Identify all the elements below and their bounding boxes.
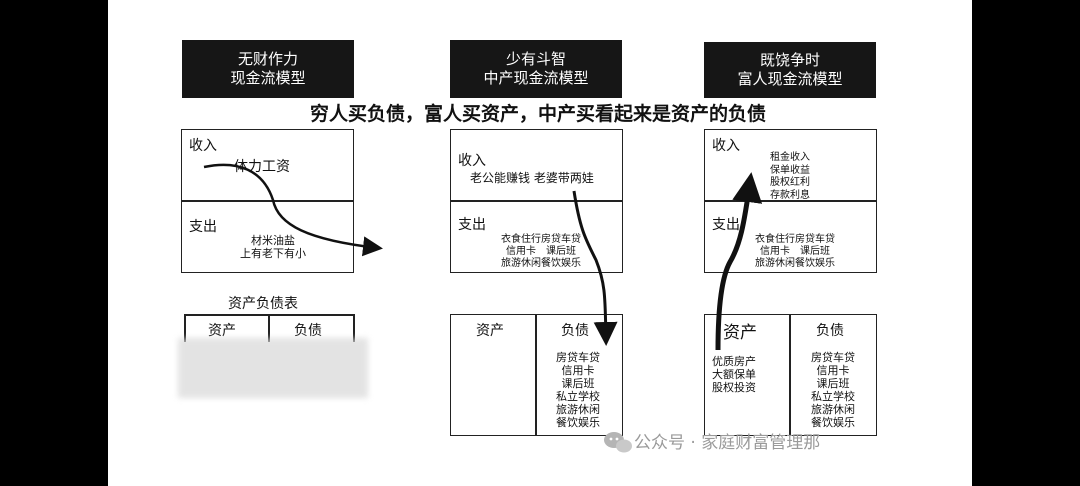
- middle-expense-item: 衣食住行: [501, 234, 541, 245]
- rich-expense-item: 餐饮娱乐: [795, 258, 835, 269]
- watermark-text: 公众号 · 家庭财富管理那: [634, 433, 821, 453]
- poor-expense-line2: 上有老下有小: [240, 247, 306, 260]
- middle-title-line2: 中产现金流模型: [483, 69, 589, 87]
- rich-title-line1: 既饶争时: [759, 51, 820, 69]
- rich-income-item: 存款利息: [770, 189, 810, 201]
- rich-title-line2: 富人现金流模型: [737, 70, 843, 88]
- poor-divider: [181, 200, 354, 202]
- poor-flow-arrow: [203, 163, 383, 257]
- rich-liability-list: 房贷车贷 信用卡 课后班 私立学校 旅游休闲 餐饮娱乐: [803, 351, 863, 429]
- rich-divider: [704, 200, 877, 202]
- rich-liability-item: 房贷车贷: [811, 351, 855, 364]
- rich-liability-item: 旅游休闲: [811, 403, 855, 416]
- poor-expense-text: 材米油盐 上有老下有小: [233, 234, 313, 260]
- rich-income-label: 收入: [712, 138, 740, 154]
- poor-expense-label: 支出: [189, 219, 217, 235]
- rich-asset-item: 大额保单: [712, 368, 756, 381]
- middle-liability-item: 私立学校: [556, 390, 600, 403]
- poor-balance-right-line: [353, 314, 355, 342]
- middle-title-box: 少有斗智 中产现金流模型: [450, 40, 622, 98]
- middle-expense-item: 课后班: [546, 246, 576, 257]
- middle-flow-arrow: [572, 190, 618, 346]
- middle-expense-item: 旅游休闲: [501, 258, 541, 269]
- rich-expense-col2: 房贷车贷 课后班 餐饮娱乐: [792, 234, 838, 270]
- middle-liability-item: 旅游休闲: [556, 403, 600, 416]
- middle-liability-label: 负债: [561, 323, 589, 339]
- rich-balance-box: [704, 314, 877, 436]
- rich-title-box: 既饶争时 富人现金流模型: [704, 42, 876, 98]
- rich-expense-col1: 衣食住行 信用卡 旅游休闲: [752, 234, 798, 270]
- middle-income-label: 收入: [458, 153, 486, 169]
- rich-expense-label: 支出: [712, 217, 740, 233]
- rich-asset-label: 资产: [723, 323, 757, 343]
- rich-liability-item: 信用卡: [816, 364, 850, 377]
- rich-expense-item: 房贷车贷: [795, 234, 835, 245]
- rich-income-item: 租金收入: [770, 152, 810, 163]
- headline: 穷人买负债，富人买资产，中产买看起来是资产的负债: [309, 103, 766, 125]
- rich-liability-label: 负债: [816, 323, 844, 339]
- middle-expense-col2: 房贷车贷 课后班 餐饮娱乐: [538, 234, 584, 270]
- middle-expense-item: 信用卡: [506, 246, 536, 257]
- middle-asset-label: 资产: [476, 323, 504, 339]
- middle-liability-item: 房贷车贷: [556, 351, 600, 364]
- poor-blurred-area: [178, 338, 368, 398]
- rich-flow-arrow: [715, 172, 763, 351]
- middle-expense-item: 餐饮娱乐: [541, 258, 581, 269]
- rich-liability-item: 餐饮娱乐: [811, 416, 855, 429]
- middle-expense-label: 支出: [458, 217, 486, 233]
- middle-expense-item: 房贷车贷: [541, 234, 581, 245]
- rich-expense-item: 课后班: [800, 246, 830, 257]
- middle-income-item: 老公能赚钱 老婆带两娃: [470, 171, 594, 185]
- rich-asset-item: 股权投资: [712, 381, 756, 394]
- rich-asset-item: 优质房产: [712, 355, 756, 368]
- middle-divider: [450, 200, 623, 202]
- middle-expense-col1: 衣食住行 信用卡 旅游休闲: [498, 234, 544, 270]
- rich-expense-item: 衣食住行: [755, 234, 795, 245]
- middle-liability-item: 信用卡: [561, 364, 595, 377]
- rich-income-item: 股权红利: [770, 177, 810, 188]
- rich-asset-list: 优质房产 大额保单 股权投资: [708, 355, 760, 394]
- poor-liability-label: 负债: [294, 323, 322, 339]
- rich-liability-item: 课后班: [816, 377, 850, 390]
- poor-balance-title: 资产负债表: [228, 296, 298, 312]
- wechat-icon: [604, 432, 632, 453]
- poor-title-line2: 现金流模型: [230, 69, 306, 87]
- rich-balance-mid-line: [789, 314, 791, 436]
- poor-balance-left-line: [184, 314, 186, 342]
- poor-income-label: 收入: [189, 138, 217, 154]
- middle-title-line1: 少有斗智: [505, 50, 566, 68]
- poor-asset-label: 资产: [208, 323, 236, 339]
- rich-income-item: 保单收益: [770, 164, 810, 176]
- rich-income-list: 租金收入 保单收益 股权红利 存款利息: [765, 152, 815, 202]
- middle-balance-mid-line: [535, 314, 537, 436]
- poor-title-line1: 无财作力: [237, 50, 298, 68]
- middle-balance-box: [450, 314, 623, 436]
- diagram-canvas: 无财作力 现金流模型 少有斗智 中产现金流模型 既饶争时 富人现金流模型 穷人买…: [108, 0, 972, 486]
- poor-title-box: 无财作力 现金流模型: [182, 40, 354, 98]
- flow-arrows: [203, 163, 763, 453]
- middle-liability-item: 餐饮娱乐: [556, 416, 600, 429]
- rich-liability-item: 私立学校: [811, 390, 855, 403]
- rich-expense-item: 信用卡: [760, 246, 790, 257]
- rich-expense-item: 旅游休闲: [755, 258, 795, 269]
- middle-liability-list: 房贷车贷 信用卡 课后班 私立学校 旅游休闲 餐饮娱乐: [548, 351, 608, 429]
- poor-balance-mid-line: [268, 314, 270, 342]
- middle-liability-item: 课后班: [561, 377, 595, 390]
- poor-expense-line1: 材米油盐: [251, 234, 295, 247]
